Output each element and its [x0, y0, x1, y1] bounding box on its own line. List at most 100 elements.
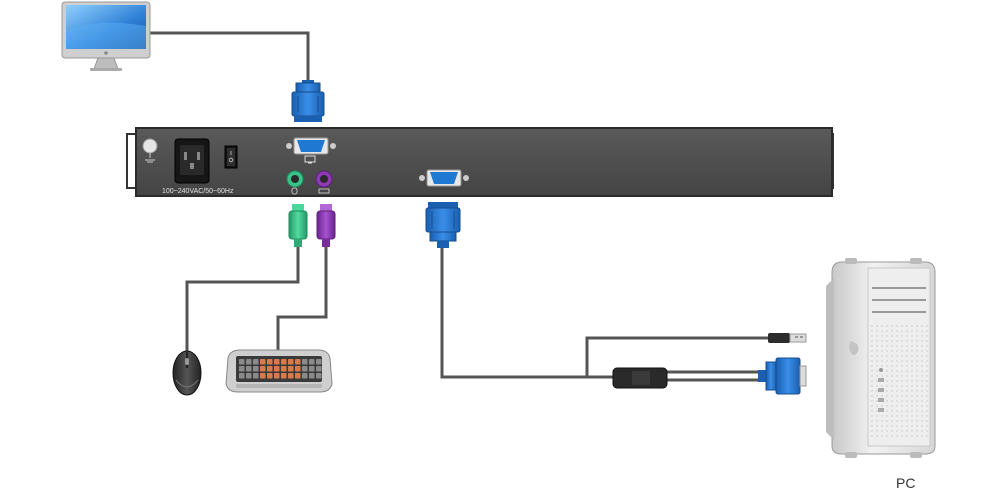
ground-icon	[142, 138, 158, 163]
grille-hole	[916, 390, 918, 392]
grille-hole	[901, 390, 903, 392]
grille-hole	[871, 400, 873, 402]
tower-grille	[871, 325, 928, 437]
grille-hole	[921, 370, 923, 372]
grille-hole	[911, 345, 913, 347]
vga-plug-icon	[758, 357, 807, 395]
grille-hole	[876, 330, 878, 332]
grille-hole	[876, 380, 878, 382]
grille-hole	[911, 360, 913, 362]
grille-hole	[881, 335, 883, 337]
grille-hole	[871, 370, 873, 372]
grille-hole	[921, 335, 923, 337]
grille-hole	[906, 370, 908, 372]
grille-hole	[891, 375, 893, 377]
grille-hole	[901, 430, 903, 432]
grille-hole	[906, 425, 908, 427]
grille-hole	[881, 385, 883, 387]
grille-hole	[911, 425, 913, 427]
grille-hole	[921, 330, 923, 332]
grille-hole	[916, 375, 918, 377]
vga-plug-icon	[425, 202, 461, 248]
keyboard-key	[267, 359, 273, 365]
grille-hole	[921, 390, 923, 392]
grille-hole	[906, 325, 908, 327]
grille-hole	[876, 390, 878, 392]
keyboard-key	[309, 359, 315, 365]
keyboard-key	[267, 366, 273, 372]
grille-hole	[871, 385, 873, 387]
keyboard-key	[288, 373, 294, 379]
grille-hole	[871, 415, 873, 417]
grille-hole	[921, 350, 923, 352]
grille-hole	[901, 360, 903, 362]
keyboard-key	[302, 359, 308, 365]
usb-plug-icon	[768, 333, 807, 343]
grille-hole	[901, 375, 903, 377]
grille-hole	[926, 425, 928, 427]
grille-hole	[926, 355, 928, 357]
grille-hole	[881, 435, 883, 437]
grille-hole	[871, 360, 873, 362]
grille-hole	[901, 410, 903, 412]
grille-hole	[916, 345, 918, 347]
grille-hole	[926, 415, 928, 417]
keyboard-cable	[276, 246, 328, 352]
grille-hole	[876, 400, 878, 402]
keyboard-key	[281, 366, 287, 372]
pc-tower-icon	[826, 258, 936, 458]
grille-hole	[896, 435, 898, 437]
keyboard-key	[274, 373, 280, 379]
grille-hole	[896, 355, 898, 357]
grille-hole	[896, 415, 898, 417]
keyboard-key	[246, 359, 252, 365]
grille-hole	[871, 405, 873, 407]
keyboard-key	[316, 366, 322, 372]
grille-hole	[891, 400, 893, 402]
grille-hole	[911, 330, 913, 332]
grille-hole	[891, 415, 893, 417]
grille-hole	[896, 390, 898, 392]
grille-hole	[891, 435, 893, 437]
grille-hole	[876, 385, 878, 387]
grille-hole	[891, 370, 893, 372]
grille-hole	[891, 340, 893, 342]
grille-hole	[916, 430, 918, 432]
grille-hole	[921, 340, 923, 342]
grille-hole	[876, 410, 878, 412]
grille-hole	[881, 415, 883, 417]
grille-hole	[891, 405, 893, 407]
grille-hole	[926, 375, 928, 377]
grille-hole	[926, 405, 928, 407]
grille-hole	[896, 350, 898, 352]
grille-hole	[886, 350, 888, 352]
keyboard-key	[295, 366, 301, 372]
grille-hole	[871, 340, 873, 342]
keyboard-key	[246, 373, 252, 379]
grille-hole	[886, 395, 888, 397]
grille-hole	[881, 365, 883, 367]
keyboard-key	[260, 359, 266, 365]
grille-hole	[891, 350, 893, 352]
grille-hole	[901, 435, 903, 437]
grille-hole	[901, 400, 903, 402]
keyboard-key	[309, 373, 315, 379]
grille-hole	[926, 345, 928, 347]
grille-hole	[876, 350, 878, 352]
grille-hole	[881, 405, 883, 407]
grille-hole	[876, 405, 878, 407]
grille-hole	[916, 420, 918, 422]
grille-hole	[901, 335, 903, 337]
grille-hole	[911, 435, 913, 437]
grille-hole	[916, 360, 918, 362]
grille-hole	[886, 430, 888, 432]
grille-hole	[886, 375, 888, 377]
grille-hole	[886, 340, 888, 342]
grille-hole	[891, 365, 893, 367]
grille-hole	[906, 380, 908, 382]
grille-hole	[921, 360, 923, 362]
grille-hole	[886, 415, 888, 417]
keyboard-keys	[239, 359, 322, 379]
grille-hole	[911, 385, 913, 387]
grille-hole	[926, 395, 928, 397]
